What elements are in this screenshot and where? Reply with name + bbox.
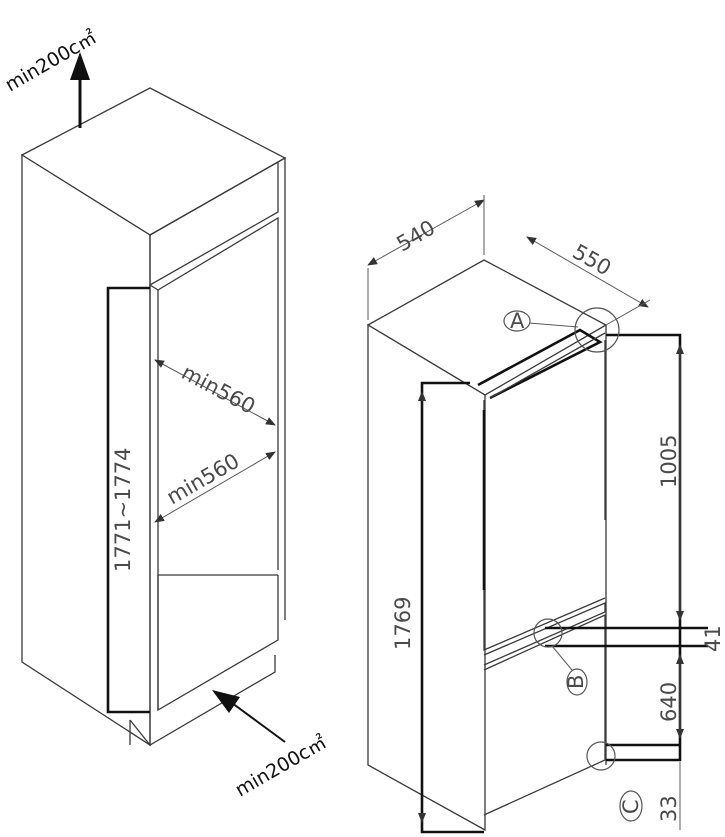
fridge-drawing: 540 550 1769 1005 640 41 33 A B C <box>366 195 725 834</box>
fridge-lower-dim-label: 640 <box>657 682 681 722</box>
cabinet-drawing: min200c㎡ min200c㎡ 1771~1774 min560 min56… <box>1 26 330 802</box>
fridge-side-face <box>367 323 486 832</box>
fridge-width-label: 540 <box>393 215 440 256</box>
cabinet-width-arrow-lower <box>154 451 276 523</box>
vent-bottom-arrow-shaft <box>231 702 286 743</box>
callout-c-marker <box>619 790 643 822</box>
cabinet-width-label-lower: min560 <box>163 449 244 510</box>
fridge-top-rail <box>477 328 603 400</box>
cabinet-front-edge <box>149 156 286 620</box>
callout-c-label: C <box>619 799 643 814</box>
fridge-width-arrow <box>367 199 485 266</box>
vent-bottom-label: min200c㎡ <box>231 731 330 802</box>
cabinet-height-bracket <box>106 286 150 714</box>
fridge-upper-dim-label: 1005 <box>657 435 681 488</box>
vent-top-label: min200c㎡ <box>1 26 100 97</box>
callout-a-marker <box>503 310 531 332</box>
vent-top-arrow-head <box>70 52 90 80</box>
fridge-bottom-dim-label: 33 <box>657 795 681 822</box>
callout-a-circle <box>574 307 620 353</box>
fridge-depth-arrow <box>526 236 649 308</box>
cabinet-height-label: 1771~1774 <box>111 448 135 572</box>
callout-c-circle <box>586 741 616 771</box>
vent-bottom-arrow-head <box>212 690 240 713</box>
callout-b-marker <box>566 668 588 696</box>
callout-a-label: A <box>510 309 525 333</box>
cabinet-width-label-upper: min560 <box>178 360 260 419</box>
callout-b-label: B <box>564 675 588 689</box>
callout-b-circle <box>533 618 563 648</box>
fridge-height-label: 1769 <box>391 597 415 650</box>
cabinet-width-arrow-upper <box>154 359 276 426</box>
fridge-gap-label: 41 <box>701 625 725 652</box>
